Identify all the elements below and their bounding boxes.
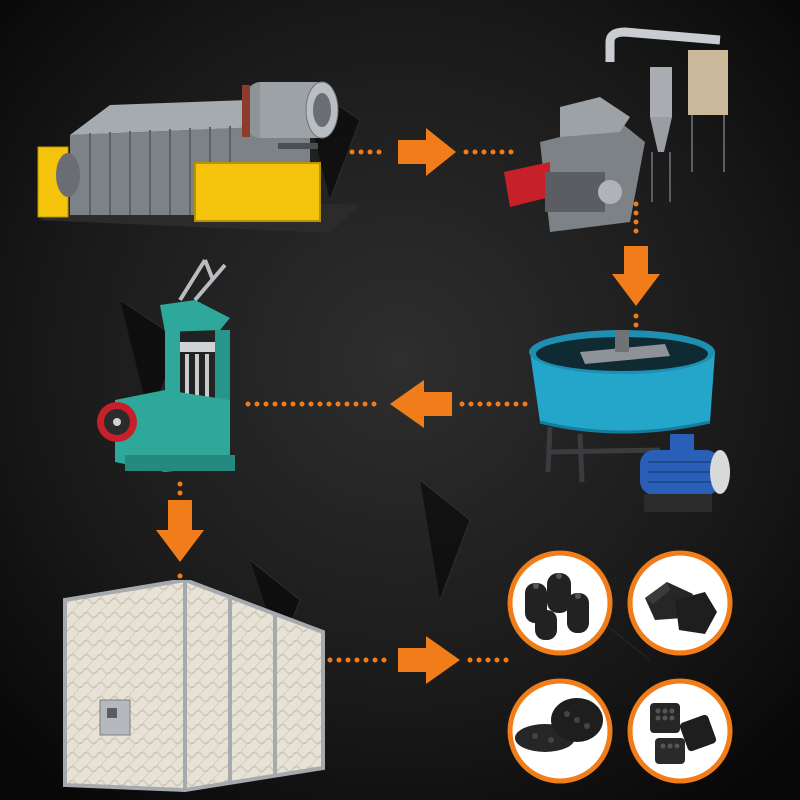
- arrow-right-icon: [398, 128, 456, 176]
- honeycomb-cylinder-briquettes-icon: [510, 553, 610, 653]
- square-honeycomb-briquettes-icon: [630, 681, 730, 781]
- drying-room-icon: [55, 580, 325, 795]
- disc-briquettes-icon: [510, 681, 610, 781]
- arrow-down-icon: [612, 246, 660, 306]
- arrow-left-icon: [390, 380, 452, 428]
- carbonization-furnace-icon: [30, 55, 370, 240]
- arrow-down-icon: [156, 500, 204, 562]
- arrow-right-icon: [398, 636, 460, 684]
- hammer-crusher-icon: [500, 22, 740, 237]
- pillow-briquettes-icon: [630, 553, 730, 653]
- charcoal-products-icon: [505, 548, 735, 793]
- wheel-mixer-icon: [520, 322, 745, 532]
- dotted-connector: [246, 402, 528, 407]
- briquette-press-icon: [95, 250, 250, 482]
